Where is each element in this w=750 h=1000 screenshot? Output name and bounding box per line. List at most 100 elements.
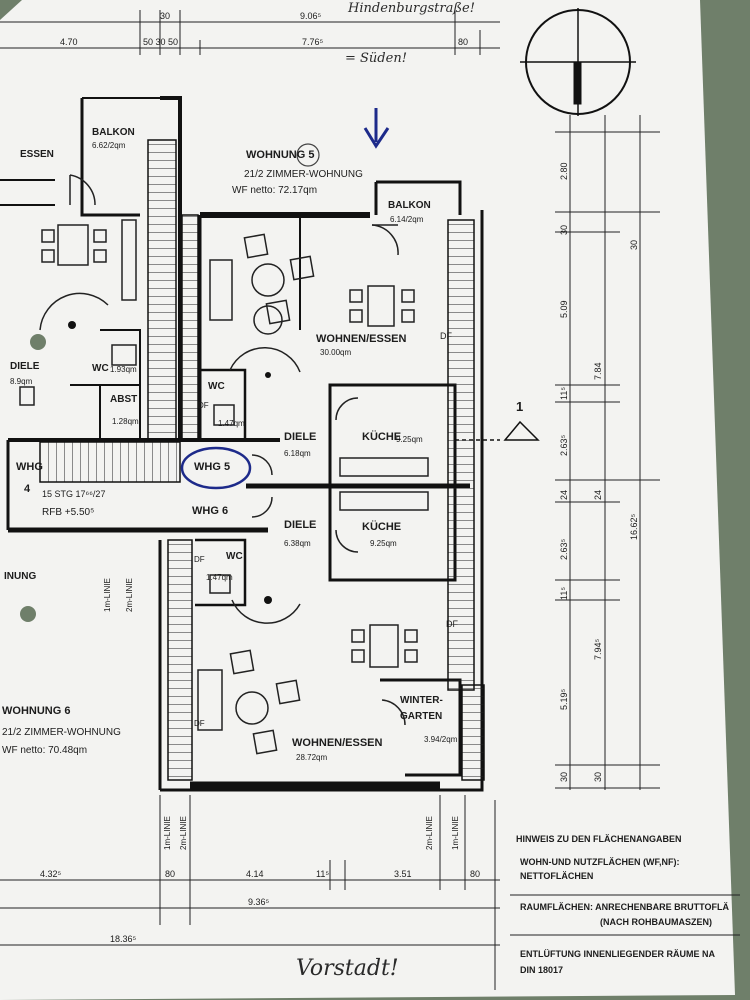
marker-2m-linie-a: 2m-LINIE: [125, 578, 134, 612]
label-whg-6: WHG 6: [192, 505, 229, 517]
stair-center-dots: [68, 321, 272, 604]
dim-right-30-a: 30: [559, 224, 569, 235]
room-area-balkon-left: 6.62/2qm: [92, 141, 126, 150]
handwritten-note-street: Hindenburgstraße!: [348, 1, 475, 16]
marker-2m-linie-c: 2m-LINIE: [425, 816, 434, 850]
dim-bottom-80-b: 80: [470, 869, 481, 879]
punch-holes: [20, 334, 46, 622]
dim-right-16-62: 16.62⁵: [629, 513, 639, 540]
dim-right-5-09: 5.09: [559, 300, 569, 318]
df-label-lower: DF: [446, 619, 458, 629]
circled-five-mark: [296, 143, 320, 167]
note-heading: HINWEIS ZU DEN FLÄCHENANGABEN: [516, 834, 682, 844]
room-label-diele-5: DIELE: [284, 431, 317, 443]
room-label-wohnen-essen-6: WOHNEN/ESSEN: [292, 737, 383, 749]
room-area-diele-left: 8.9qm: [10, 377, 33, 386]
right-dimension-lines: [555, 115, 660, 790]
dim-right-5-19: 5.19⁵: [559, 688, 569, 710]
apartment-5-type: 21/2 ZIMMER-WOHNUNG: [244, 169, 363, 180]
room-area-wc-5: 1.47qm: [218, 419, 245, 428]
dim-bottom-80-a: 80: [165, 869, 176, 879]
df-label-wc-5: DF: [198, 401, 209, 410]
room-area-kueche-6: 9.25qm: [370, 539, 397, 548]
marker-1m-linie-c: 1m-LINIE: [451, 816, 460, 850]
handwritten-note-vorstadt: Vorstadt!: [296, 956, 399, 981]
south-arrow-icon: [180, 108, 390, 490]
dim-right-30-b: 30: [559, 771, 569, 782]
dim-right-24-b: 24: [593, 489, 603, 500]
dim-bottom-18-36: 18.36⁵: [110, 934, 137, 944]
dim-top-30: 30: [160, 11, 171, 21]
df-label-wc-6: DF: [194, 555, 205, 564]
apartment-6-type: 21/2 ZIMMER-WOHNUNG: [2, 727, 121, 738]
apartment-6-area: WF netto: 70.48qm: [2, 745, 88, 756]
note-line-5: ENTLÜFTUNG INNENLIEGENDER RÄUME NA: [520, 949, 715, 959]
room-area-wc-6: 1.47qm: [206, 573, 233, 582]
room-label-wohnen-essen-5: WOHNEN/ESSEN: [316, 333, 407, 345]
marker-1m-linie-a: 1m-LINIE: [103, 578, 112, 612]
dim-top-80: 80: [458, 37, 469, 47]
room-label-abst: ABST: [110, 394, 138, 405]
dim-top-9-06: 9.06⁵: [300, 11, 322, 21]
room-area-wc-left: 1.93qm: [110, 365, 137, 374]
note-line-3: RAUMFLÄCHEN: ANRECHENBARE BRUTTOFLÄ: [520, 902, 729, 912]
note-line-4: (NACH ROHBAUMASZEN): [600, 917, 712, 927]
stair-hatching: [39, 139, 485, 781]
room-area-diele-5: 6.18qm: [284, 449, 311, 458]
stair-info: 15 STG 17⁶⁶/27: [42, 489, 106, 499]
room-label-wc-left: WC: [92, 363, 109, 374]
building-walls: [0, 96, 484, 792]
df-label-wohnen-6: DF: [194, 719, 205, 728]
label-whg-4-number: 4: [24, 483, 31, 495]
marker-2m-linie-b: 2m-LINIE: [179, 816, 188, 850]
room-area-balkon-right: 6.14/2qm: [390, 215, 424, 224]
top-dimension-lines: [0, 10, 500, 55]
handwritten-note-south: = Süden!: [345, 51, 407, 66]
room-label-wintergarten-b: GARTEN: [400, 711, 443, 722]
compass-icon: [520, 8, 636, 116]
apartment-6-title: WOHNUNG 6: [2, 705, 71, 717]
marker-1m-linie-b: 1m-LINIE: [163, 816, 172, 850]
dim-right-30-d: 30: [629, 239, 639, 250]
room-area-diele-6: 6.38qm: [284, 539, 311, 548]
room-area-wintergarten: 3.94/2qm: [424, 735, 458, 744]
section-marker-number: 1: [516, 399, 524, 414]
room-area-wohnen-essen-5: 30.00qm: [320, 348, 352, 357]
dim-right-11-a: 11⁵: [559, 386, 569, 400]
note-line-1: WOHN-UND NUTZFLÄCHEN (WF,NF):: [520, 857, 680, 867]
dim-right-2-80: 2.80: [559, 162, 569, 180]
dim-bottom-9-36: 9.36⁵: [248, 897, 270, 907]
note-line-2: NETTOFLÄCHEN: [520, 871, 594, 881]
room-label-essen: ESSEN: [20, 149, 54, 160]
room-label-wc-5: WC: [208, 381, 225, 392]
dim-right-11-b: 11⁵: [559, 586, 569, 600]
dim-right-24-a: 24: [559, 489, 569, 500]
apartment-5-title: WOHNUNG 5: [246, 149, 315, 161]
room-label-diele-6: DIELE: [284, 519, 317, 531]
dim-top-50-30-50: 50 30 50: [143, 37, 179, 47]
dim-bottom-4-14: 4.14: [246, 869, 264, 879]
room-label-kueche-6: KÜCHE: [362, 521, 402, 533]
label-whg-4: WHG: [16, 461, 43, 473]
section-marker-icon: [455, 420, 540, 441]
dim-bottom-4-32: 4.32⁵: [40, 869, 62, 879]
dim-right-30-c: 30: [593, 771, 603, 782]
dim-right-2-63-a: 2.63⁵: [559, 434, 569, 456]
apartment-5-area: WF netto: 72.17qm: [232, 185, 318, 196]
dim-right-2-63-b: 2.63⁵: [559, 538, 569, 560]
room-label-diele-left: DIELE: [10, 361, 40, 372]
room-area-abst: 1.28qm: [112, 417, 139, 426]
door-swings: [39, 174, 406, 726]
room-area-kueche-5: 9.25qm: [396, 435, 423, 444]
dim-right-7-84: 7.84: [593, 362, 603, 380]
furniture: [19, 219, 429, 755]
floor-level: RFB +5.50⁵: [42, 507, 95, 518]
room-label-balkon-left: BALKON: [92, 127, 135, 138]
note-line-6: DIN 18017: [520, 965, 564, 975]
room-label-kueche-5: KÜCHE: [362, 431, 402, 443]
dim-bottom-3-51: 3.51: [394, 869, 412, 879]
room-label-wc-6: WC: [226, 551, 243, 562]
